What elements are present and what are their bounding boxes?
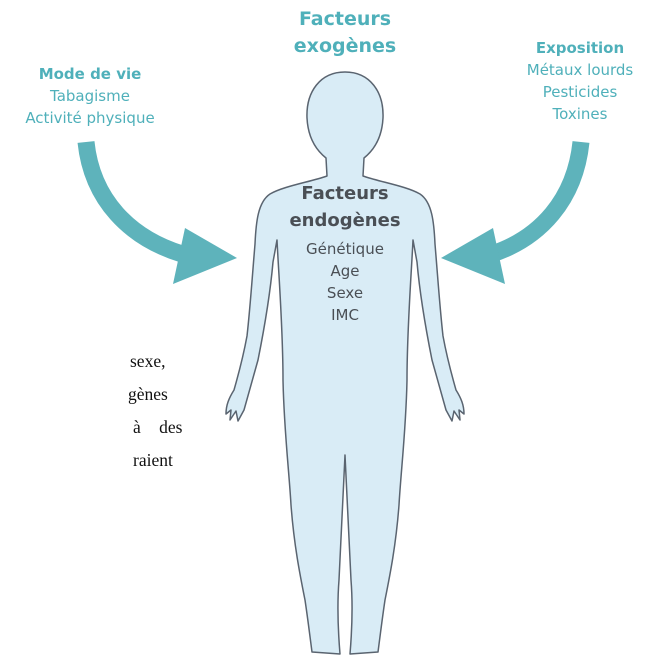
lifestyle-item-activite-physique: Activité physique <box>0 107 180 129</box>
background-text-line-2: gènes <box>128 384 168 405</box>
lifestyle-item-tabagisme: Tabagisme <box>0 85 180 107</box>
exposure-arrow <box>492 142 581 254</box>
exposure-label: Exposition Métaux lourds Pesticides Toxi… <box>502 37 658 125</box>
exogenous-title: Facteurs exogènes <box>262 6 428 60</box>
lifestyle-title: Mode de vie <box>0 63 180 85</box>
exposure-title: Exposition <box>502 37 658 59</box>
exposure-item-toxines: Toxines <box>502 103 658 125</box>
endogenous-label: Facteurs endogènes Génétique Age Sexe IM… <box>270 180 420 326</box>
endogenous-item-sexe: Sexe <box>270 282 420 304</box>
background-text-line-3: à des <box>133 417 182 438</box>
exogenous-title-line-1: Facteurs <box>262 6 428 33</box>
endogenous-title-line-1: Facteurs <box>270 180 420 207</box>
lifestyle-arrow <box>86 142 182 254</box>
lifestyle-label: Mode de vie Tabagisme Activité physique <box>0 63 180 129</box>
exogenous-title-line-2: exogènes <box>262 33 428 60</box>
exposure-item-pesticides: Pesticides <box>502 81 658 103</box>
endogenous-item-age: Age <box>270 260 420 282</box>
endogenous-item-genetique: Génétique <box>270 238 420 260</box>
human-body-silhouette <box>226 72 464 654</box>
exposure-arrowhead-icon <box>441 228 505 284</box>
background-text-line-4: raient <box>133 450 173 471</box>
exposure-item-metaux-lourds: Métaux lourds <box>502 59 658 81</box>
endogenous-title-line-2: endogènes <box>270 207 420 234</box>
background-text-line-1: sexe, <box>130 351 165 372</box>
lifestyle-arrowhead-icon <box>173 228 237 284</box>
endogenous-item-imc: IMC <box>270 304 420 326</box>
